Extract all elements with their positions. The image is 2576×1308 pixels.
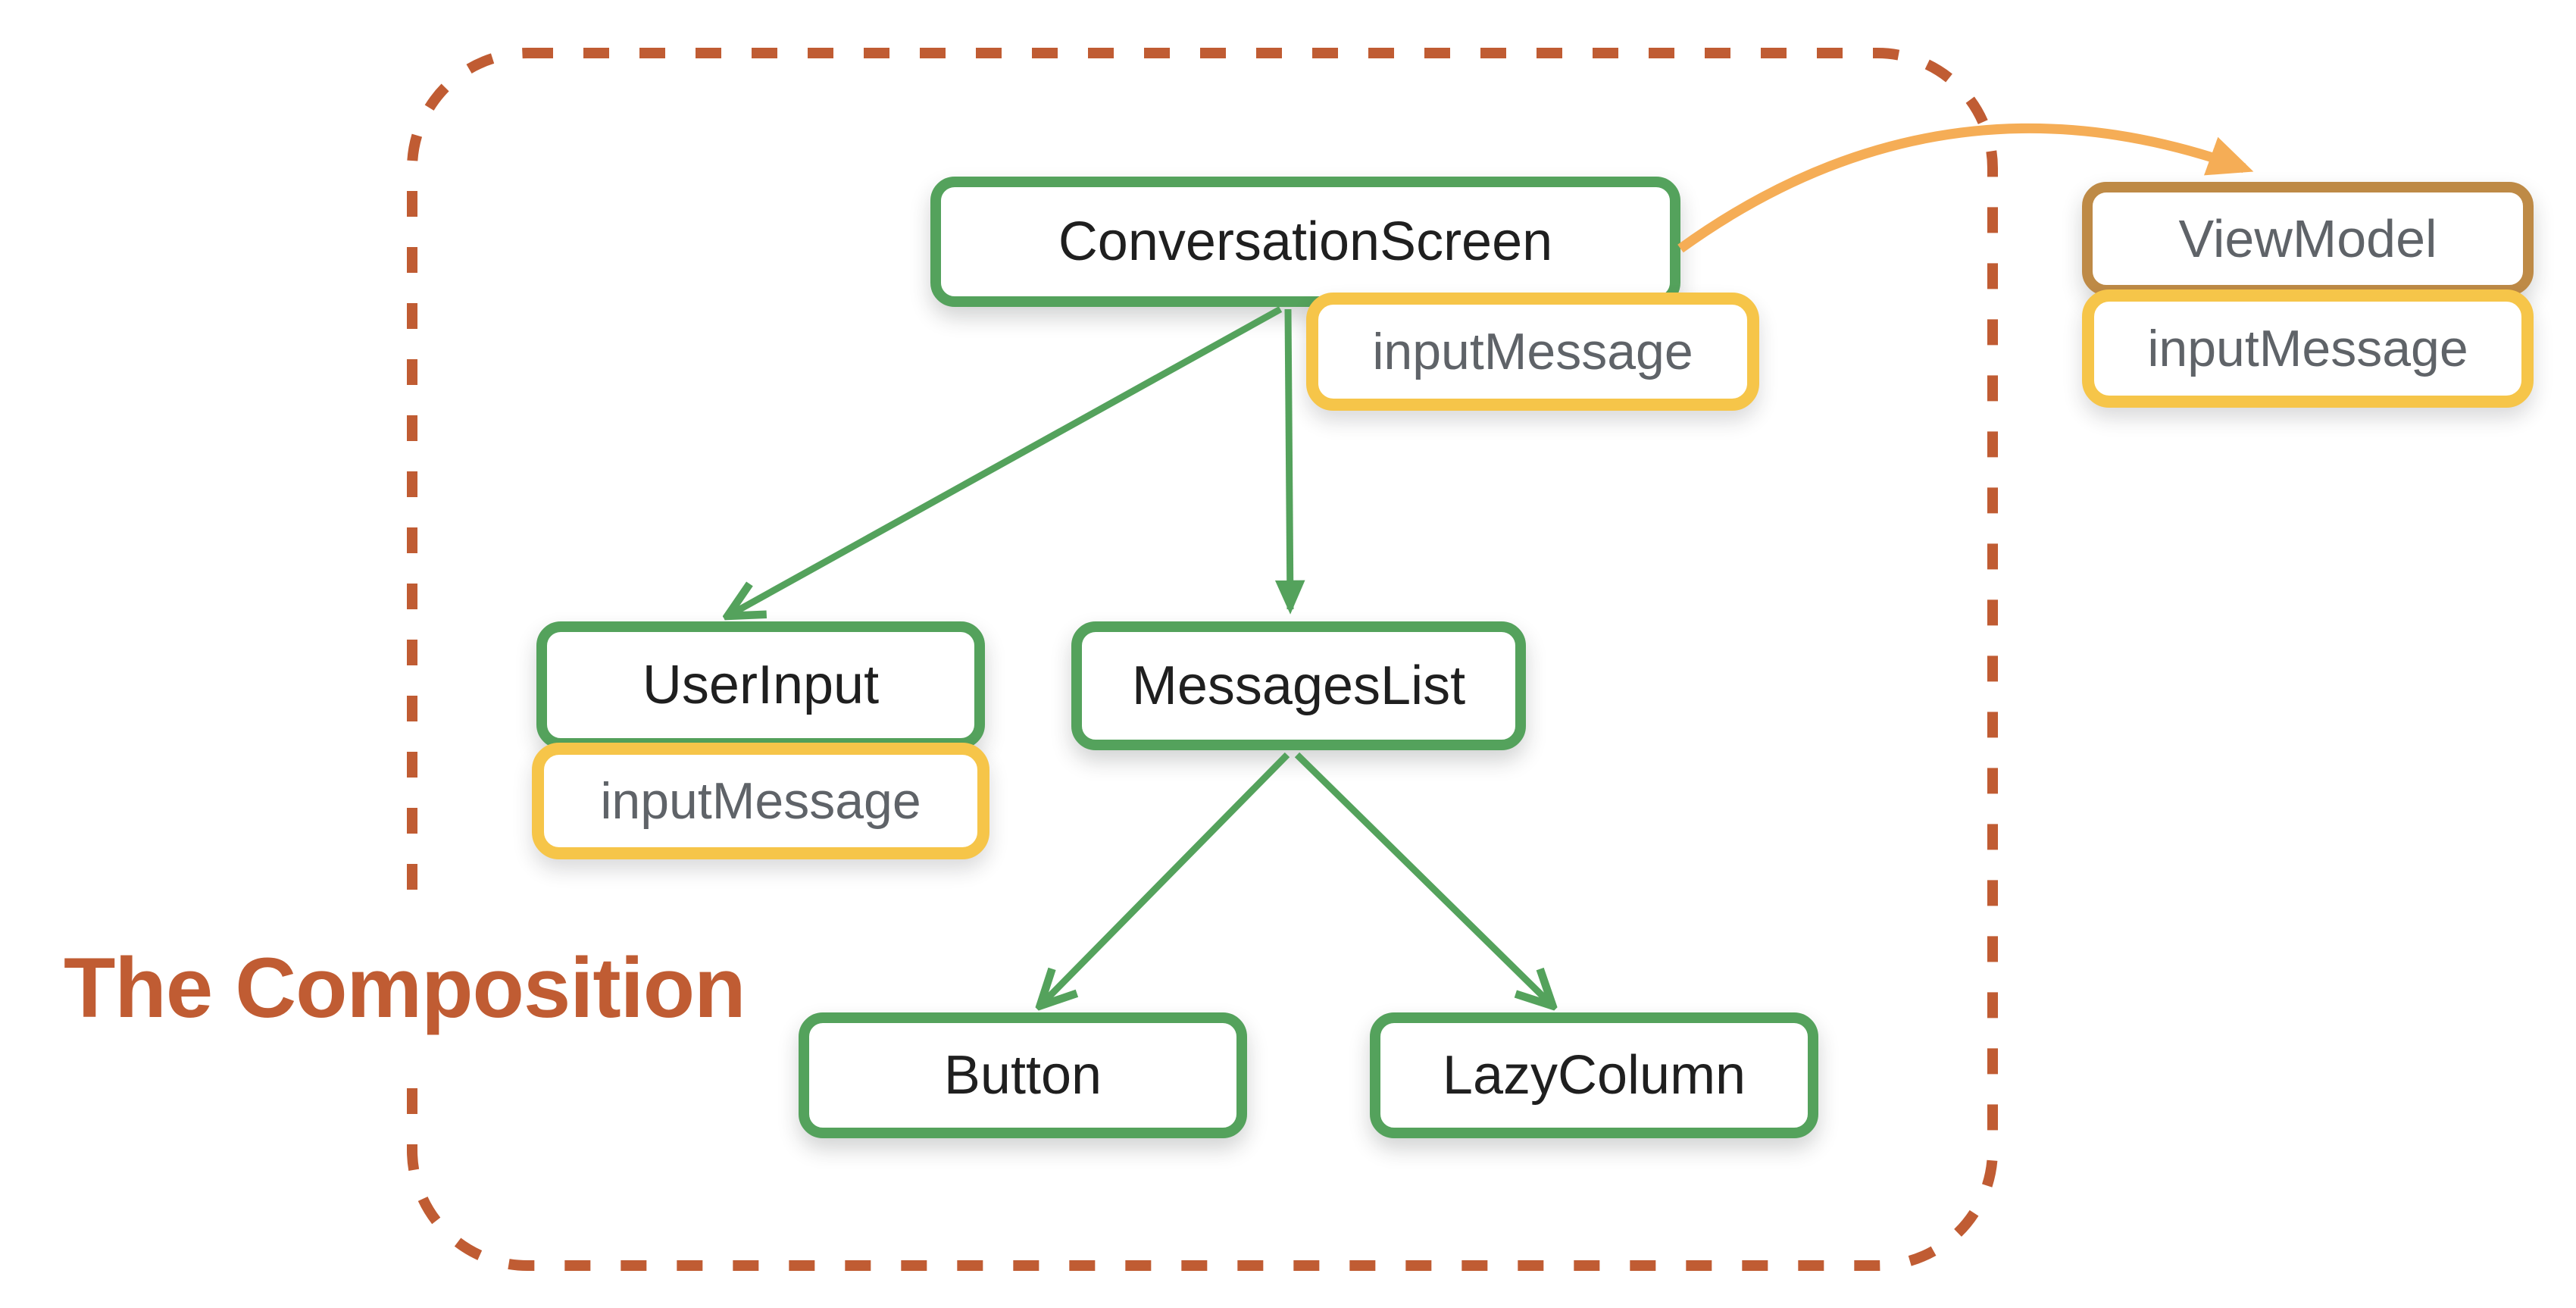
edge-conversationscreen-userinput <box>729 306 1283 615</box>
node-conversationscreen-label: ConversationScreen <box>1058 211 1553 272</box>
node-messageslist-label: MessagesList <box>1131 656 1466 716</box>
edge-messageslist-button <box>1041 752 1290 1005</box>
node-messageslist: MessagesList <box>1071 621 1526 750</box>
node-inputmessage-conversationscreen: inputMessage <box>1306 293 1759 411</box>
node-button: Button <box>799 1012 1247 1138</box>
node-viewmodel-label: ViewModel <box>2178 209 2437 268</box>
node-inputmessage-label: inputMessage <box>2147 320 2468 377</box>
node-userinput-label: UserInput <box>642 655 880 715</box>
node-inputmessage-userinput: inputMessage <box>532 743 989 859</box>
node-conversationscreen: ConversationScreen <box>930 177 1680 307</box>
node-inputmessage-label: inputMessage <box>600 772 921 830</box>
node-lazycolumn-label: LazyColumn <box>1442 1045 1746 1106</box>
diagram-title: The Composition <box>64 940 746 1035</box>
node-userinput: UserInput <box>536 621 985 749</box>
node-inputmessage-label: inputMessage <box>1372 323 1693 380</box>
edge-conversationscreen-messageslist <box>1274 308 1305 615</box>
edge-messageslist-lazycolumn <box>1294 752 1552 1005</box>
node-viewmodel: ViewModel <box>2082 182 2534 296</box>
node-inputmessage-viewmodel: inputMessage <box>2082 289 2534 408</box>
node-lazycolumn: LazyColumn <box>1370 1012 1818 1138</box>
node-button-label: Button <box>943 1045 1102 1106</box>
